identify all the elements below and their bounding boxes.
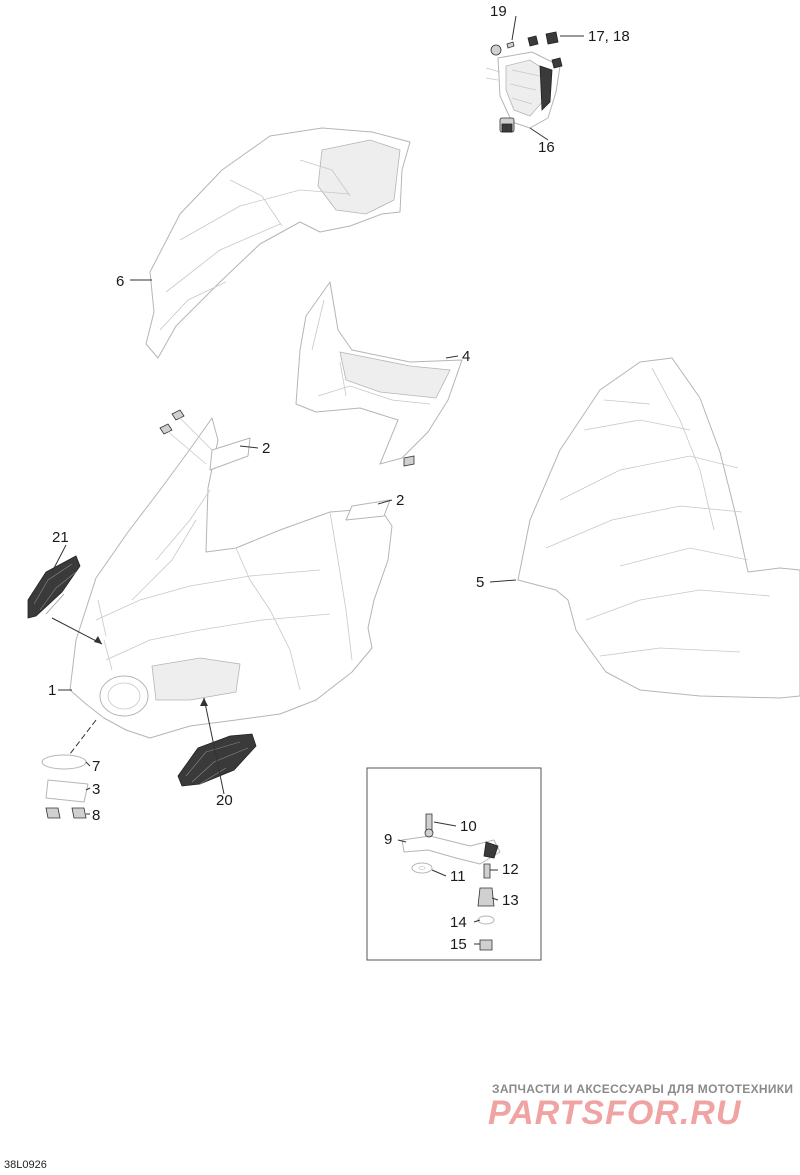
watermark-logo: PARTSFOR.RU xyxy=(488,1094,742,1132)
part-1-front-hood xyxy=(69,417,393,739)
arrow-20 xyxy=(200,698,208,706)
part-12-bolt xyxy=(483,863,491,879)
callout-13: 13 xyxy=(502,892,519,909)
callout-2b: 2 xyxy=(396,492,404,509)
callout-10: 10 xyxy=(460,818,477,835)
part-13-spacer xyxy=(477,887,495,907)
part-19-screw xyxy=(506,41,515,49)
callout-15: 15 xyxy=(450,936,467,953)
callout-3: 3 xyxy=(92,781,100,798)
callout-2a: 2 xyxy=(262,440,270,457)
part-7-headlight-cap xyxy=(41,754,87,770)
part-4-inner-panel xyxy=(295,281,463,467)
part-10-rivet xyxy=(424,813,434,838)
callout-20: 20 xyxy=(216,792,233,809)
diagram-id-label: 38L0926 xyxy=(4,1159,47,1171)
callout-7: 7 xyxy=(92,758,100,775)
callout-1: 1 xyxy=(48,682,56,699)
part-21-left-grille xyxy=(27,555,81,619)
part-11-washer xyxy=(411,862,433,874)
part-9-latch-arm xyxy=(401,835,501,865)
part-6-upper-panel xyxy=(145,127,411,359)
part-3-bracket xyxy=(45,779,89,803)
leader-lines xyxy=(51,15,584,945)
callout-12: 12 xyxy=(502,861,519,878)
callout-9: 9 xyxy=(384,831,392,848)
part-16-headlight-bracket xyxy=(485,44,561,133)
callout-21: 21 xyxy=(52,529,69,546)
callout-16: 16 xyxy=(538,139,555,156)
part-5-side-fairing xyxy=(517,357,800,699)
hardware-inset-box xyxy=(366,767,542,961)
callout-4: 4 xyxy=(462,348,470,365)
callout-8: 8 xyxy=(92,807,100,824)
part-8-nuts xyxy=(45,807,87,819)
callout-5: 5 xyxy=(476,574,484,591)
arrow-21 xyxy=(94,636,102,644)
part-14-washer xyxy=(477,915,495,925)
callout-19: 19 xyxy=(490,3,507,20)
callout-11: 11 xyxy=(450,868,466,885)
callout-17-18: 17, 18 xyxy=(588,28,630,45)
callout-6: 6 xyxy=(116,273,124,290)
watermark-tagline: ЗАПЧАСТИ И АКСЕССУАРЫ ДЛЯ МОТОТЕХНИКИ xyxy=(492,1082,794,1096)
part-15-nut xyxy=(479,939,493,951)
part-17-18-nuts xyxy=(527,31,563,69)
callout-14: 14 xyxy=(450,914,467,931)
